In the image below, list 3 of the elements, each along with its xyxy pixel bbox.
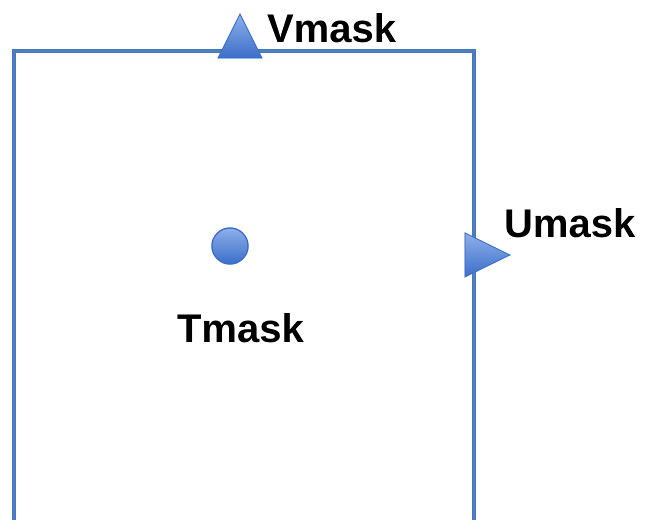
variable-label: Tmask: [177, 306, 304, 352]
variable-label: Umask: [504, 201, 636, 247]
variable-label: Vmask: [267, 6, 396, 52]
